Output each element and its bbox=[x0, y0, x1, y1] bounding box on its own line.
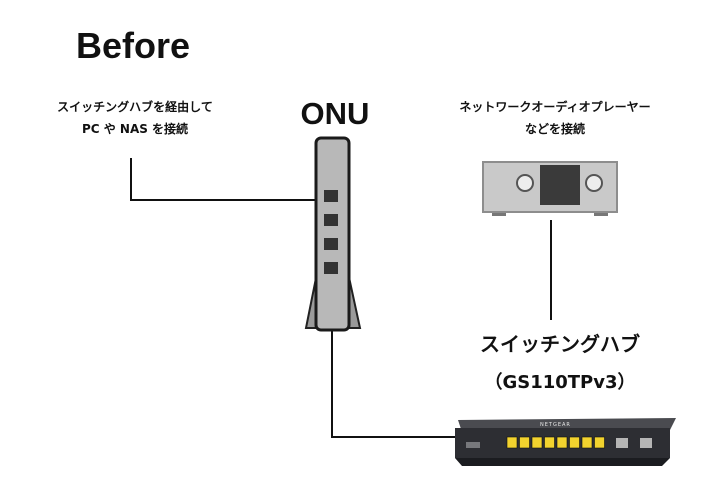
poe-port bbox=[531, 436, 543, 449]
switch-label: スイッチングハブ bbox=[480, 332, 640, 356]
diagram-title: Before bbox=[76, 25, 191, 66]
poe-port bbox=[569, 436, 580, 449]
switch-brand-text: NETGEAR bbox=[540, 422, 571, 428]
left-annotation-line-1: スイッチングハブを経由して bbox=[57, 100, 213, 114]
player-foot-right bbox=[594, 211, 608, 216]
sfp-port bbox=[640, 438, 652, 448]
onu-port bbox=[324, 214, 338, 226]
player-foot-left bbox=[492, 211, 506, 216]
onu-port bbox=[324, 262, 338, 274]
right-annotation: ネットワークオーディオプレーヤー などを接続 bbox=[405, 96, 705, 140]
right-annotation-line-1: ネットワークオーディオプレーヤー bbox=[459, 100, 651, 114]
onu-body bbox=[314, 136, 351, 332]
right-annotation-line-2: などを接続 bbox=[524, 122, 585, 136]
left-annotation-line-2: PC や NAS を接続 bbox=[81, 122, 189, 136]
player-knob-right bbox=[585, 174, 603, 192]
onu-device bbox=[304, 136, 362, 332]
onu-port bbox=[324, 190, 338, 202]
poe-port bbox=[506, 436, 518, 449]
onu-port bbox=[324, 238, 338, 250]
status-led bbox=[466, 442, 480, 448]
onu-label: ONU bbox=[300, 96, 370, 131]
connection-lines bbox=[130, 158, 552, 438]
poe-port bbox=[544, 436, 555, 449]
sfp-port bbox=[616, 438, 628, 448]
poe-port bbox=[594, 436, 605, 449]
poe-ports bbox=[506, 436, 605, 449]
player-display bbox=[540, 165, 580, 205]
switching-hub-device: NETGEAR bbox=[455, 418, 676, 466]
line-onu-to-switch bbox=[331, 330, 455, 438]
switch-model-label: （GS110TPv3） bbox=[484, 372, 636, 393]
poe-port bbox=[581, 436, 593, 449]
poe-port bbox=[519, 436, 530, 449]
left-annotation: スイッチングハブを経由して PC や NAS を接続 bbox=[20, 96, 250, 140]
player-knob-left bbox=[516, 174, 534, 192]
line-pc-nas-to-onu bbox=[130, 158, 318, 201]
switch-bottom-shade bbox=[455, 458, 670, 466]
poe-port bbox=[556, 436, 568, 449]
audio-player-device bbox=[482, 161, 618, 216]
